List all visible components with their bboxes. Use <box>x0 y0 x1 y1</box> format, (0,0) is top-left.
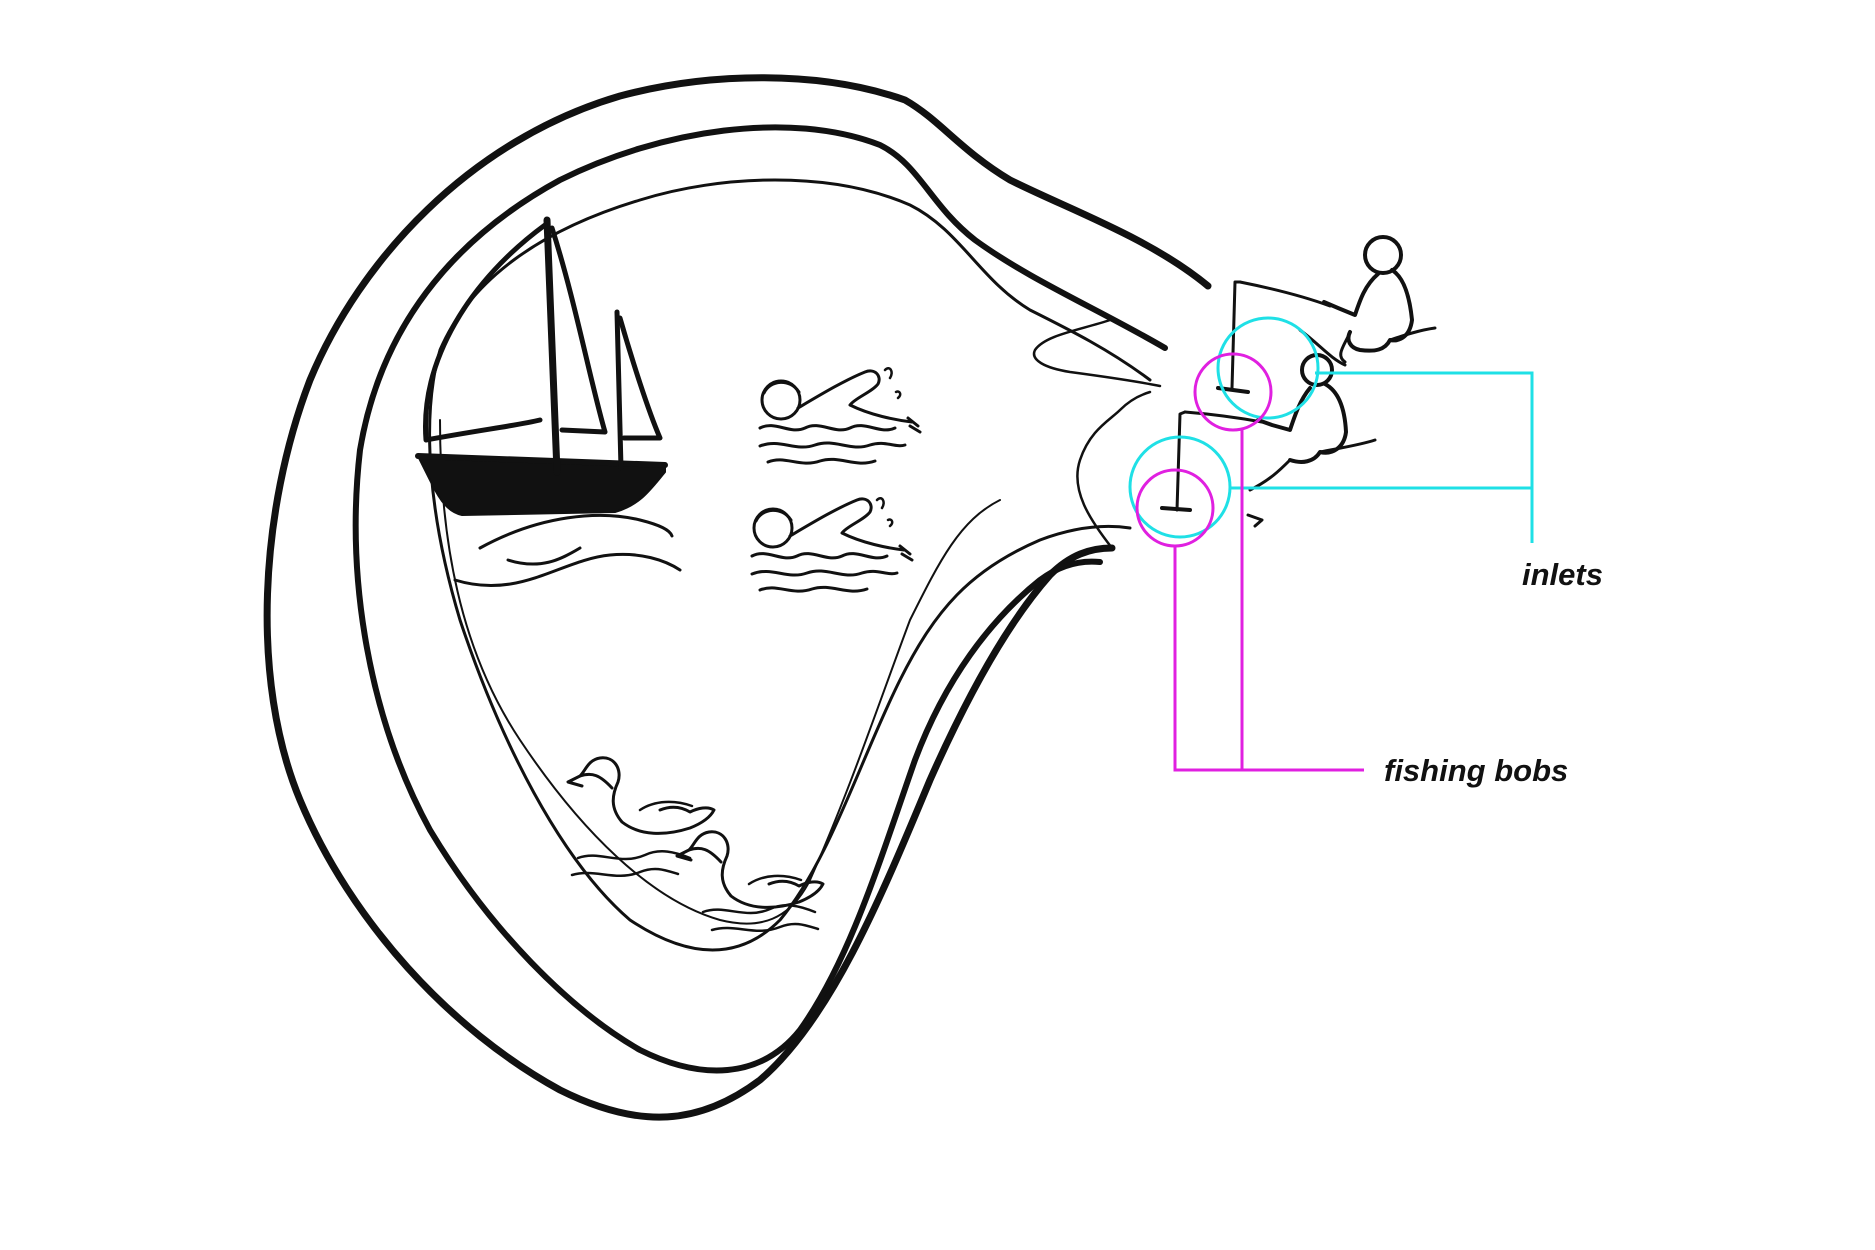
angler-2-line <box>1175 410 1187 512</box>
shore-line <box>439 419 1001 925</box>
inlets-callout: inlets <box>1128 316 1603 592</box>
duck-2-wave-1 <box>701 904 817 915</box>
main-sail <box>549 225 608 435</box>
angler-2-body <box>1288 382 1348 464</box>
inlet-channel-lower <box>1076 390 1152 550</box>
angler-2 <box>1175 353 1377 528</box>
swimmer-2-wave-1 <box>750 552 889 560</box>
bob-leader-lower <box>1173 546 1364 772</box>
angler-1-line <box>1230 280 1242 390</box>
swimmer-1-arm <box>796 369 914 424</box>
inlet-circle-upper <box>1216 316 1320 420</box>
pond-outline <box>263 74 1212 1121</box>
inlet-channel-upper <box>1032 318 1162 388</box>
swimmer-2-wave-2 <box>750 569 899 577</box>
angler-1-head <box>1363 235 1403 275</box>
boat-wave-2 <box>453 552 682 588</box>
duck-2 <box>675 830 825 932</box>
outer-bank <box>263 74 1212 1121</box>
fishing-bobs-label: fishing bobs <box>1384 753 1568 788</box>
duck-2-wave-2 <box>710 922 820 932</box>
swimmer-1-wave-1 <box>758 424 897 432</box>
swimmer-1 <box>758 367 922 465</box>
duck-1-wave-1 <box>576 850 692 861</box>
ducks <box>566 756 825 932</box>
duck-1-body <box>578 756 716 835</box>
swimmer-2-arm <box>788 497 906 552</box>
sailboat <box>415 216 682 588</box>
inlet-leader-lower <box>1230 486 1534 543</box>
inlets-label: inlets <box>1522 557 1603 592</box>
swimmer-2-wave-3 <box>758 585 869 593</box>
mizzen-sail <box>617 315 663 441</box>
duck-1 <box>566 756 716 877</box>
fishing-bobs-callout: fishing bobs <box>1135 352 1568 788</box>
boat-hull <box>417 455 666 516</box>
duck-1-wave-2 <box>570 867 680 877</box>
swimmer-2 <box>750 497 914 593</box>
main-mast <box>543 216 561 476</box>
bob-marker-2 <box>1160 506 1192 512</box>
angler-1-rod <box>1238 280 1332 308</box>
inlet-leader-upper <box>1315 371 1534 488</box>
duck-2-body <box>687 830 825 909</box>
boat-wave-3 <box>506 546 582 566</box>
swimmer-1-wave-2 <box>758 441 907 449</box>
mizzen-mast <box>614 309 624 471</box>
swimmer-1-wave-3 <box>766 457 877 465</box>
boat-wave-1 <box>478 513 674 550</box>
middle-bank <box>352 124 1168 1074</box>
inner-bank <box>428 178 1152 952</box>
angler-1 <box>1230 235 1437 390</box>
swimmers <box>750 367 922 593</box>
jib-sail <box>423 222 548 443</box>
bob-circle-upper <box>1193 352 1273 432</box>
